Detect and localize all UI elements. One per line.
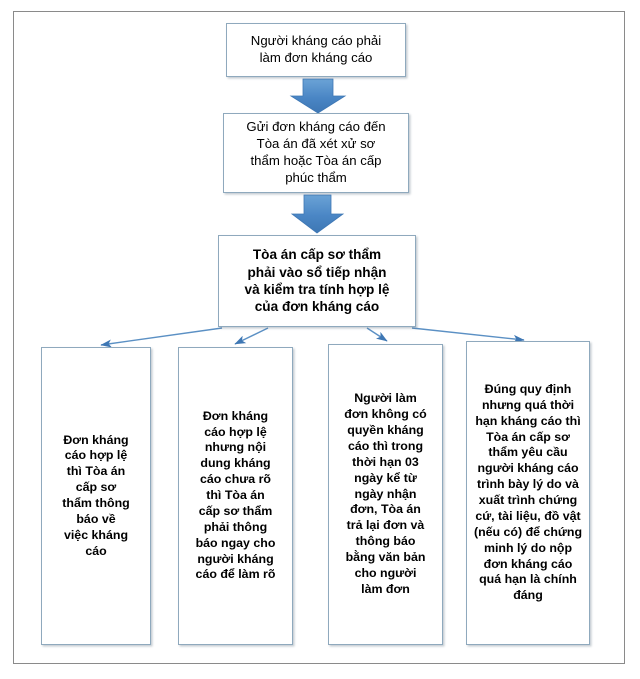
outcome-qua-thoi-han-khang-cao-label: Đúng quy định nhưng quá thời hạn kháng c… bbox=[473, 381, 583, 603]
step-nguoi-khang-cao-lam-don: Người kháng cáo phải làm đơn kháng cáo bbox=[226, 23, 406, 77]
step-toa-an-vao-so-tiep-nhan: Tòa án cấp sơ thẩm phải vào sổ tiếp nhận… bbox=[218, 235, 416, 327]
outcome-khong-co-quyen-khang-cao-label: Người làm đơn không có quyền kháng cáo t… bbox=[344, 391, 427, 596]
step-toa-an-vao-so-tiep-nhan-label: Tòa án cấp sơ thẩm phải vào sổ tiếp nhận… bbox=[244, 247, 390, 315]
outcome-qua-thoi-han-khang-cao: Đúng quy định nhưng quá thời hạn kháng c… bbox=[466, 341, 590, 645]
outcome-noi-dung-chua-ro: Đơn kháng cáo hợp lệ nhưng nội dung khán… bbox=[178, 347, 293, 645]
step-gui-don-khang-cao: Gửi đơn kháng cáo đến Tòa án đã xét xử s… bbox=[223, 113, 409, 193]
outcome-don-hop-le-label: Đơn kháng cáo hợp lệ thì Tòa án cấp sơ t… bbox=[62, 432, 130, 558]
step-nguoi-khang-cao-lam-don-label: Người kháng cáo phải làm đơn kháng cáo bbox=[250, 33, 382, 65]
step-gui-don-khang-cao-label: Gửi đơn kháng cáo đến Tòa án đã xét xử s… bbox=[246, 119, 386, 185]
outcome-don-hop-le: Đơn kháng cáo hợp lệ thì Tòa án cấp sơ t… bbox=[41, 347, 151, 645]
outcome-noi-dung-chua-ro-label: Đơn kháng cáo hợp lệ nhưng nội dung khán… bbox=[195, 408, 276, 582]
outcome-khong-co-quyen-khang-cao: Người làm đơn không có quyền kháng cáo t… bbox=[328, 344, 443, 645]
